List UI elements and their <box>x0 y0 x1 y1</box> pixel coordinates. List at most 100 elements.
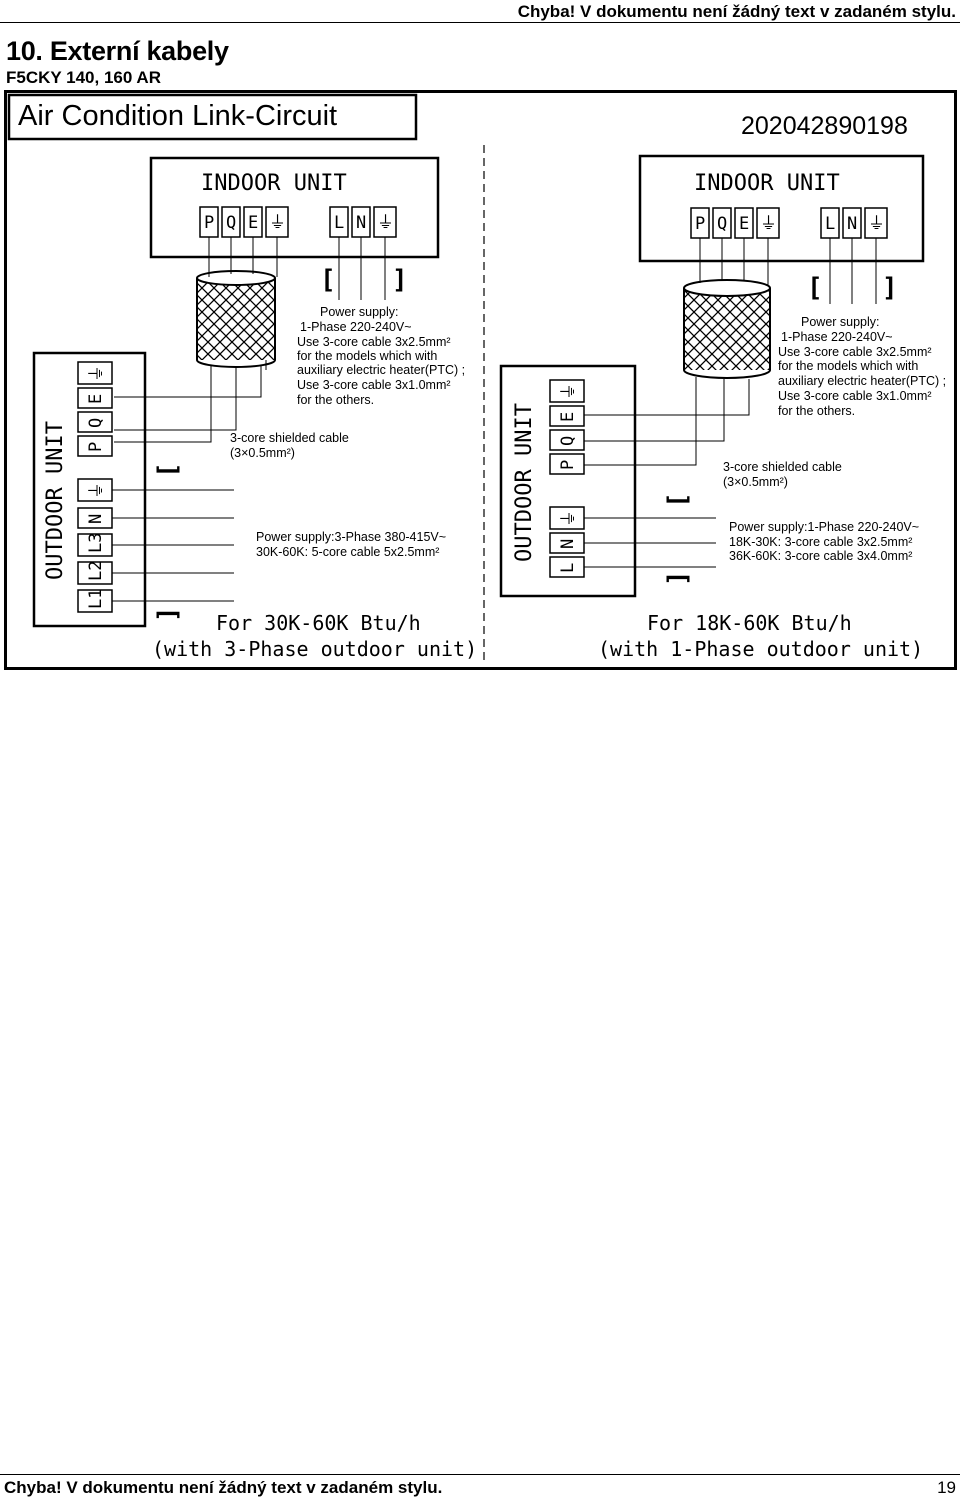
header-rule <box>0 22 960 23</box>
svg-text:1-Phase 220-240V~: 1-Phase 220-240V~ <box>300 320 412 334</box>
signal-wires <box>114 237 278 443</box>
outdoor-unit-label: OUTDOOR UNIT <box>43 421 68 580</box>
bracket-open: [ <box>807 273 823 303</box>
terminal-l1: L1 <box>86 589 106 609</box>
terminal-n: N <box>356 213 366 233</box>
indoor-power-note: Power supply: 1-Phase 220-240V~ Use 3-co… <box>778 315 946 418</box>
svg-text:for the others.: for the others. <box>778 404 855 418</box>
terminal-n: N <box>558 539 578 549</box>
ground-icon: ⏚ <box>269 213 286 233</box>
terminal-e: E <box>248 213 258 233</box>
terminal-e: E <box>739 214 749 234</box>
terminal-q: Q <box>86 418 106 428</box>
diagram-code: 202042890198 <box>741 112 908 140</box>
terminal-p: P <box>86 442 106 452</box>
terminal-p: P <box>558 460 578 470</box>
power-wires-outdoor <box>112 489 234 602</box>
svg-text:auxiliary electric heater(PTC): auxiliary electric heater(PTC) ; <box>297 363 465 377</box>
ground-icon: ⏚ <box>760 214 777 234</box>
indoor-unit-label: INDOOR UNIT <box>694 171 840 196</box>
svg-text:auxiliary electric heater(PTC): auxiliary electric heater(PTC) ; <box>778 374 946 388</box>
svg-text:for the others.: for the others. <box>297 393 374 407</box>
wiring-diagram: Air Condition Link-Circuit 202042890198 … <box>4 90 957 670</box>
svg-text:Use 3-core cable 3x1.0mm²: Use 3-core cable 3x1.0mm² <box>297 378 451 392</box>
svg-text:30K-60K: 5-core cable 5x2.5mm: 30K-60K: 5-core cable 5x2.5mm² <box>256 545 439 559</box>
bracket-open: [ <box>663 492 693 508</box>
footer-rule <box>0 1474 960 1475</box>
svg-text:3-core shielded cable: 3-core shielded cable <box>230 431 349 445</box>
running-footer: Chyba! V dokumentu není žádný text v zad… <box>4 1478 443 1497</box>
power-wires-indoor <box>829 238 877 304</box>
terminal-q: Q <box>226 213 236 233</box>
indoor-unit-label: INDOOR UNIT <box>201 171 347 196</box>
shielded-cable-sleeve <box>196 270 276 368</box>
svg-text:Power supply:1-Phase 220-240V~: Power supply:1-Phase 220-240V~ <box>729 520 919 534</box>
svg-text:Use 3-core cable 3x2.5mm²: Use 3-core cable 3x2.5mm² <box>297 335 451 349</box>
svg-text:Power supply:: Power supply: <box>801 315 880 329</box>
terminal-l2: L2 <box>86 561 106 581</box>
left-panel: INDOOR UNIT P Q E ⏚ L N ⏚ <box>32 156 477 661</box>
diagram-frame <box>4 90 957 670</box>
diagram-title: Air Condition Link-Circuit <box>18 100 337 132</box>
outdoor-unit-label: OUTDOOR UNIT <box>512 403 537 562</box>
bracket-close: ] <box>392 265 408 295</box>
outdoor-power-note: Power supply:1-Phase 220-240V~ 18K-30K: … <box>729 520 919 563</box>
svg-text:1-Phase 220-240V~: 1-Phase 220-240V~ <box>781 330 893 344</box>
capacity-caption: For 18K-60K Btu/h <box>647 611 852 635</box>
terminal-l: L <box>334 213 344 233</box>
power-wires-outdoor <box>584 517 716 568</box>
indoor-unit-box <box>149 156 440 259</box>
svg-text:Power supply:3-Phase 380-415V~: Power supply:3-Phase 380-415V~ <box>256 530 446 544</box>
bracket-close: ] <box>153 606 183 622</box>
ground-icon: ⏚ <box>868 214 885 234</box>
svg-text:for the models which with: for the models which with <box>297 349 437 363</box>
terminal-e: E <box>86 394 106 404</box>
terminal-l3: L3 <box>86 533 106 553</box>
ground-icon: ⏚ <box>377 213 394 233</box>
terminal-l: L <box>558 563 578 573</box>
svg-text:(3×0.5mm²): (3×0.5mm²) <box>230 446 295 460</box>
phase-caption: (with 3-Phase outdoor unit) <box>152 637 477 661</box>
right-panel: INDOOR UNIT P Q E ⏚ L N ⏚ <box>499 154 946 661</box>
svg-text:18K-30K: 3-core cable 3x2.5mm: 18K-30K: 3-core cable 3x2.5mm² <box>729 535 912 549</box>
shielded-cable-note: 3-core shielded cable (3×0.5mm²) <box>723 460 842 489</box>
ground-icon: ⏚ <box>87 482 107 499</box>
terminal-l: L <box>825 214 835 234</box>
terminal-e: E <box>558 412 578 422</box>
indoor-power-note: Power supply: 1-Phase 220-240V~ Use 3-co… <box>297 305 465 407</box>
svg-text:Use 3-core cable 3x1.0mm²: Use 3-core cable 3x1.0mm² <box>778 389 932 403</box>
ground-icon: ⏚ <box>559 510 579 527</box>
shielded-cable-sleeve <box>683 279 771 379</box>
svg-text:3-core shielded cable: 3-core shielded cable <box>723 460 842 474</box>
bracket-open: [ <box>153 462 183 478</box>
signal-wires <box>584 238 769 466</box>
phase-caption: (with 1-Phase outdoor unit) <box>598 637 923 661</box>
ground-icon: ⏚ <box>87 365 107 382</box>
terminal-p: P <box>204 213 214 233</box>
model-designation: F5CKY 140, 160 AR <box>6 68 161 87</box>
svg-text:for the models which with: for the models which with <box>778 359 918 373</box>
ground-icon: ⏚ <box>559 383 579 400</box>
svg-text:(3×0.5mm²): (3×0.5mm²) <box>723 475 788 489</box>
capacity-caption: For 30K-60K Btu/h <box>216 611 421 635</box>
section-title: 10. Externí kabely <box>6 36 229 66</box>
power-wires-indoor <box>338 237 386 300</box>
shielded-cable-note: 3-core shielded cable (3×0.5mm²) <box>230 431 349 460</box>
diagram-title-box <box>7 93 418 141</box>
terminal-n: N <box>847 214 857 234</box>
terminal-n: N <box>86 514 106 524</box>
bracket-close: ] <box>882 273 898 303</box>
bracket-close: ] <box>663 570 693 586</box>
terminal-p: P <box>695 214 705 234</box>
terminal-q: Q <box>717 214 727 234</box>
svg-text:Use 3-core cable 3x2.5mm²: Use 3-core cable 3x2.5mm² <box>778 345 932 359</box>
terminal-q: Q <box>558 436 578 446</box>
svg-text:Power supply:: Power supply: <box>320 305 399 319</box>
running-header: Chyba! V dokumentu není žádný text v zad… <box>517 2 956 21</box>
bracket-open: [ <box>320 265 336 295</box>
indoor-unit-box <box>638 154 925 263</box>
svg-text:36K-60K: 3-core cable 3x4.0mm: 36K-60K: 3-core cable 3x4.0mm² <box>729 549 912 563</box>
outdoor-power-note: Power supply:3-Phase 380-415V~ 30K-60K: … <box>256 530 446 559</box>
outdoor-unit-box <box>499 364 637 598</box>
page-number: 19 <box>937 1478 956 1497</box>
